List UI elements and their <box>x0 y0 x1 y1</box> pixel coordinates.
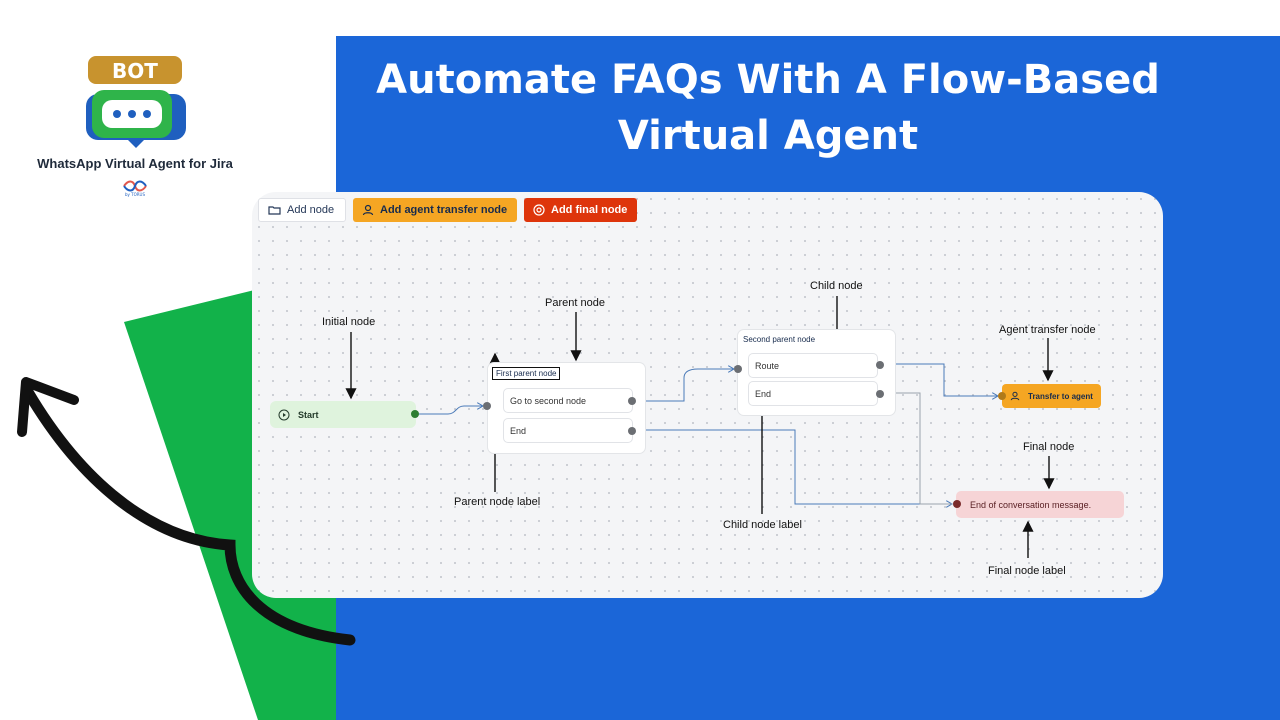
curved-arrow-icon <box>17 377 356 646</box>
child-output-handle[interactable] <box>628 427 636 435</box>
person-icon <box>1010 391 1020 401</box>
target-icon <box>533 204 545 216</box>
agent-transfer-node[interactable]: Transfer to agent <box>1002 384 1101 408</box>
headline: Automate FAQs With A Flow-Based Virtual … <box>336 52 1200 164</box>
child-node-end-2[interactable]: End <box>748 381 878 406</box>
annotation-child-node-label: Child node label <box>723 519 802 531</box>
agent-input-handle[interactable] <box>998 392 1006 400</box>
child-node-end-1[interactable]: End <box>503 418 633 443</box>
add-agent-transfer-node-label: Add agent transfer node <box>380 204 508 216</box>
sublogo-text: by TORUS <box>125 192 145 197</box>
final-node[interactable]: End of conversation message. <box>956 491 1124 518</box>
logo-badge-text: BOT <box>112 59 158 83</box>
child-node-route[interactable]: Route <box>748 353 878 378</box>
first-parent-node-label: First parent node <box>492 367 561 380</box>
annotation-agent-transfer-node: Agent transfer node <box>999 324 1096 336</box>
child-output-handle[interactable] <box>628 397 636 405</box>
add-final-node-button[interactable]: Add final node <box>524 198 637 222</box>
headline-line-2: Virtual Agent <box>617 113 919 159</box>
annotation-parent-node: Parent node <box>545 297 605 309</box>
annotation-final-node-label: Final node label <box>988 565 1066 577</box>
second-parent-node-label: Second parent node <box>740 334 819 345</box>
annotation-final-node: Final node <box>1023 441 1075 453</box>
folder-icon <box>268 206 281 215</box>
start-node[interactable]: Start <box>270 401 416 428</box>
torus-logo-icon: by TORUS <box>123 180 147 197</box>
annotation-parent-node-label: Parent node label <box>454 496 541 508</box>
start-node-label: Start <box>298 409 319 420</box>
child-output-handle[interactable] <box>876 390 884 398</box>
child-output-handle[interactable] <box>876 361 884 369</box>
second-parent-input-handle[interactable] <box>734 365 742 373</box>
first-parent-input-handle[interactable] <box>483 402 491 410</box>
add-agent-transfer-node-button[interactable]: Add agent transfer node <box>353 198 517 222</box>
start-output-handle[interactable] <box>411 410 419 418</box>
flow-canvas[interactable]: Add node Add agent transfer node Add fin… <box>252 192 1163 598</box>
child-node-go-to-second[interactable]: Go to second node <box>503 388 633 413</box>
brand-name: WhatsApp Virtual Agent for Jira <box>37 156 233 171</box>
annotation-child-node: Child node <box>810 280 863 292</box>
headline-line-1: Automate FAQs With A Flow-Based <box>376 57 1160 103</box>
add-node-button[interactable]: Add node <box>258 198 346 222</box>
annotation-initial-node: Initial node <box>322 316 376 328</box>
final-node-label: End of conversation message. <box>970 499 1092 510</box>
add-final-node-label: Add final node <box>551 204 628 216</box>
agent-transfer-label: Transfer to agent <box>1028 391 1093 401</box>
play-circle-icon <box>278 409 290 420</box>
bot-logo-icon: BOT <box>86 56 186 148</box>
person-icon <box>362 204 374 216</box>
add-node-label: Add node <box>287 204 335 216</box>
final-input-handle[interactable] <box>953 500 961 508</box>
